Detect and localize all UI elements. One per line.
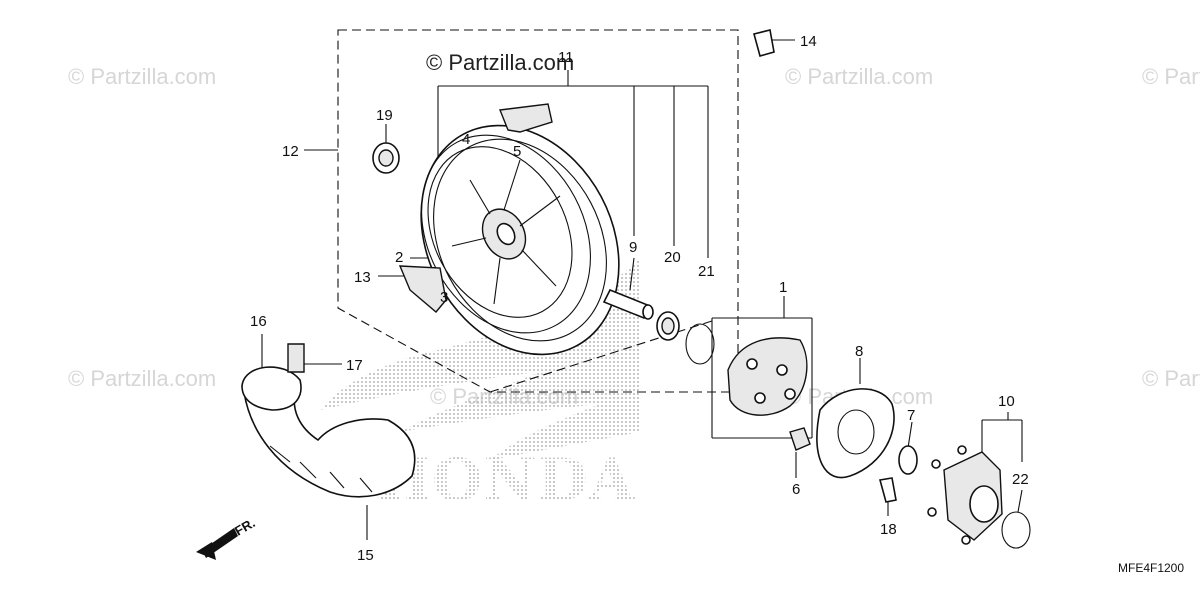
callout-19: 19 xyxy=(376,107,393,124)
watermark-text: © Partzilla.com xyxy=(1142,366,1200,391)
front-direction-arrow: FR. xyxy=(196,515,258,560)
collar-9 xyxy=(602,288,654,320)
watermark-text: © Partzilla.com xyxy=(785,64,933,89)
o-ring-22 xyxy=(1001,511,1031,549)
rim-band-upper xyxy=(499,103,553,133)
callout-5: 5 xyxy=(513,143,521,160)
honda-logo-text: HONDA xyxy=(376,446,635,514)
sprocket-8 xyxy=(816,388,895,479)
callout-22: 22 xyxy=(1012,471,1029,488)
washer-7 xyxy=(898,445,918,475)
callout-16: 16 xyxy=(250,313,267,330)
callout-7: 7 xyxy=(907,407,915,424)
o-ring-21 xyxy=(685,323,715,365)
callout-3: 3 xyxy=(440,289,448,306)
bearing-20 xyxy=(656,311,680,341)
diagram-code: MFE4F1200 xyxy=(1118,561,1184,575)
callout-13: 13 xyxy=(354,269,371,286)
callout-11: 11 xyxy=(558,49,574,66)
collar-6 xyxy=(789,427,811,451)
callout-9: 9 xyxy=(629,239,637,256)
callout-15: 15 xyxy=(357,547,374,564)
rim-band-17 xyxy=(287,343,305,373)
callout-labels: 1 2 3 4 5 6 7 8 9 10 11 12 13 14 15 16 1… xyxy=(250,33,1029,564)
callout-18: 18 xyxy=(880,521,897,538)
watermark-text: © Partzilla.com xyxy=(68,64,216,89)
callout-14: 14 xyxy=(800,33,817,50)
rim-band-lower xyxy=(398,265,447,313)
bolt-14 xyxy=(753,29,775,57)
bearing-19 xyxy=(372,142,400,174)
callout-2: 2 xyxy=(395,249,403,266)
bolt-18 xyxy=(878,477,897,503)
tube-16 xyxy=(241,366,302,411)
watermark-text: © Partzilla.com xyxy=(68,366,216,391)
callout-17: 17 xyxy=(346,357,363,374)
damper-set-1 xyxy=(727,337,808,416)
callout-10: 10 xyxy=(998,393,1015,410)
callout-1: 1 xyxy=(779,279,787,296)
callout-8: 8 xyxy=(855,343,863,360)
tire-15 xyxy=(243,387,416,498)
callout-6: 6 xyxy=(792,481,800,498)
assembly-boundary xyxy=(337,29,739,393)
watermark-main: © Partzilla.com xyxy=(426,50,574,75)
flange-10 xyxy=(927,445,1003,545)
watermark-text: © Partzilla.com xyxy=(1142,64,1200,89)
callout-12: 12 xyxy=(282,143,299,160)
callout-20: 20 xyxy=(664,249,681,266)
callout-4: 4 xyxy=(462,131,470,148)
callout-21: 21 xyxy=(698,263,715,280)
honda-wing-logo: HONDA xyxy=(320,258,640,514)
